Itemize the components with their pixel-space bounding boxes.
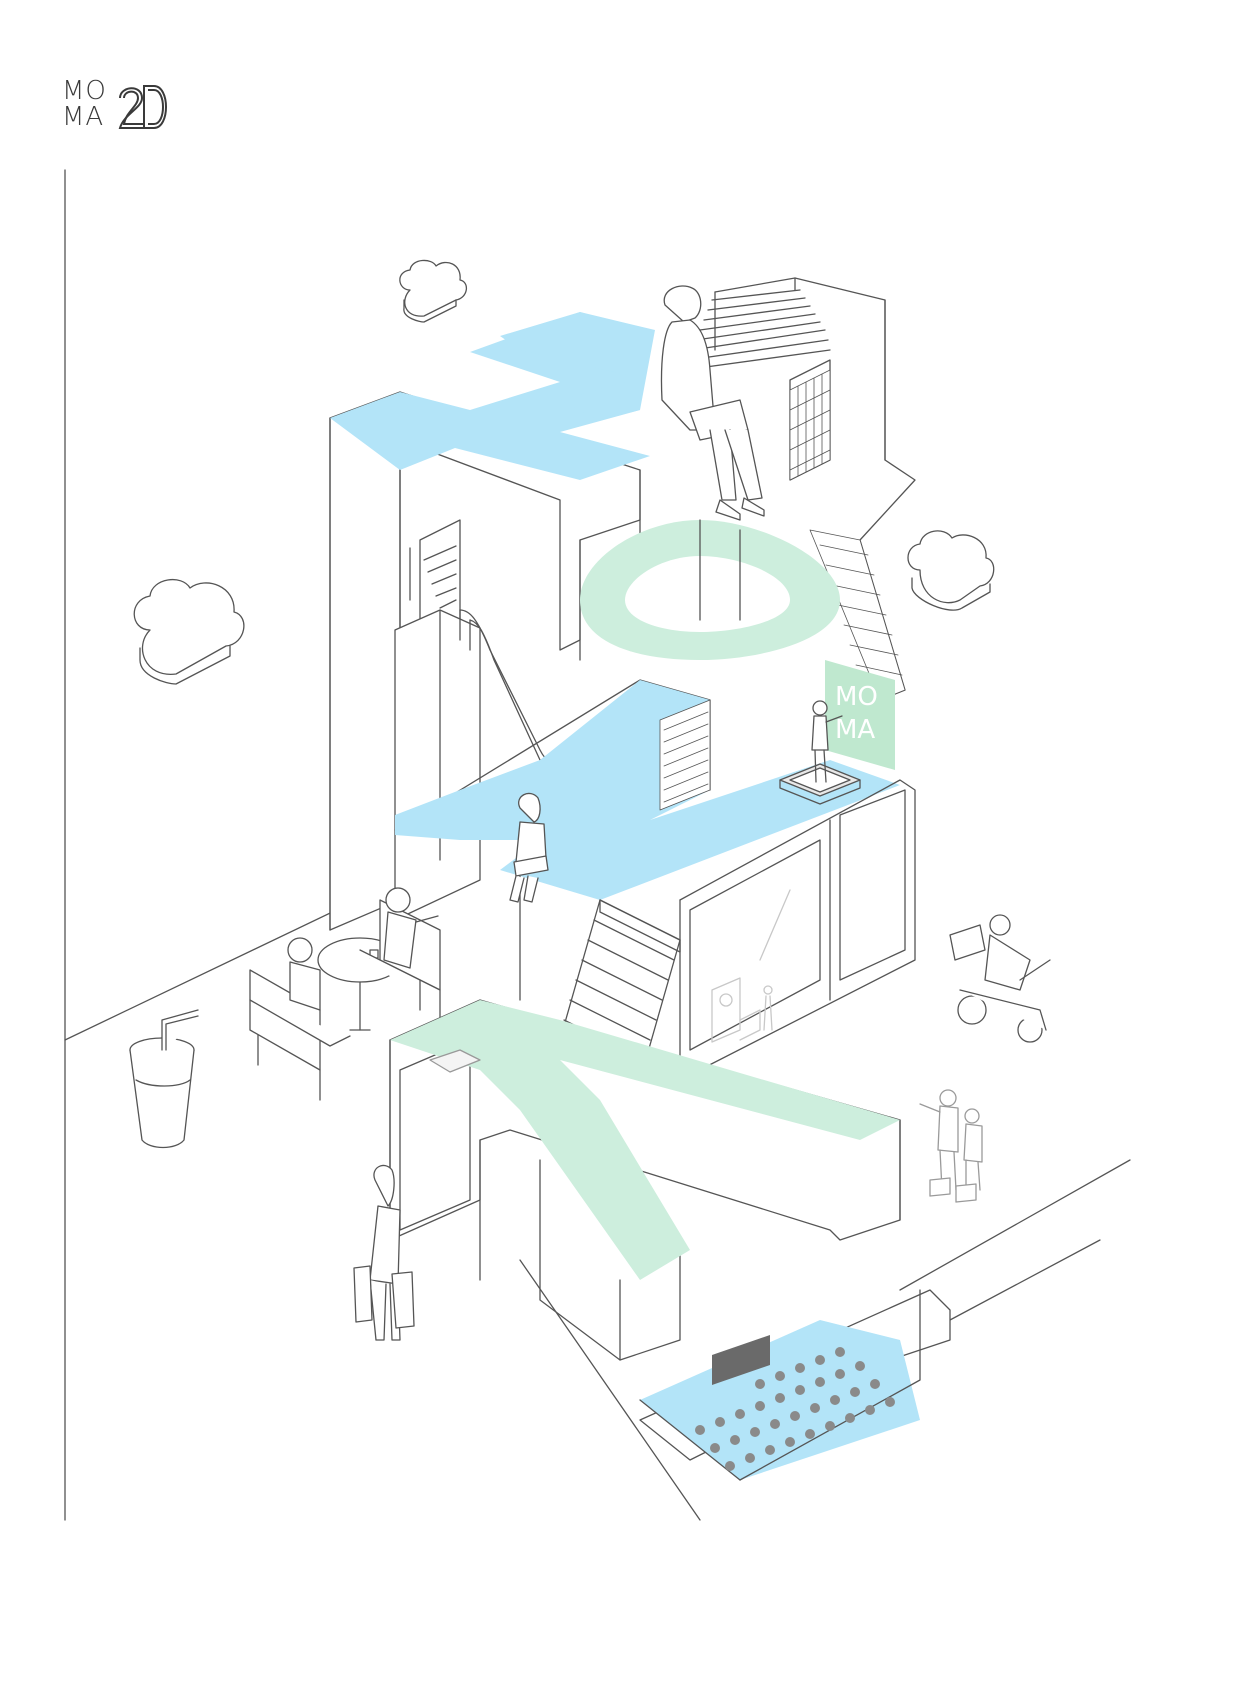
twenty-anniversary-mark-icon xyxy=(118,85,167,129)
letter-m-face-blue-2 xyxy=(500,312,640,420)
grid-block xyxy=(789,369,831,481)
cinema-audience-icon xyxy=(695,1347,895,1471)
staircase-icon xyxy=(659,699,711,811)
kiosk-icon xyxy=(711,889,791,1043)
letter-a-face-mint xyxy=(390,1000,900,1280)
logo-text-bottom: MA xyxy=(62,102,105,132)
delivery-scooter-icon xyxy=(949,914,1051,1043)
woman-sitting-icon xyxy=(509,792,549,903)
shopper-icon xyxy=(353,1164,415,1341)
letter-o-ring xyxy=(580,519,840,660)
cloud-icon xyxy=(907,530,995,611)
cloud-icon xyxy=(399,259,467,323)
moma-sign: MO MA xyxy=(825,660,895,770)
staircase-icon xyxy=(809,529,906,701)
escalator-icon xyxy=(394,609,563,921)
ground-line-bottom xyxy=(519,1259,701,1521)
moma-logo: MO MA xyxy=(62,78,182,138)
cloud-icon xyxy=(133,578,245,685)
ground-line-right-1 xyxy=(899,1159,1131,1291)
cinema-area xyxy=(639,1289,951,1481)
person-with-laptop-icon xyxy=(660,285,765,521)
person-on-podium-icon xyxy=(779,700,861,805)
exhibition-box xyxy=(679,779,916,1081)
logo-text-top: MO xyxy=(62,76,107,106)
projection-screen-icon xyxy=(712,1335,770,1385)
letter-m-face-blue-middle xyxy=(395,680,900,900)
family-with-dogs-icon xyxy=(919,1089,983,1203)
skylight xyxy=(429,1049,481,1073)
person-at-cafe-icon xyxy=(287,887,439,1011)
sign-text-bottom: MA xyxy=(835,715,875,745)
ground-line-right-2 xyxy=(949,1239,1101,1321)
drink-cup-icon xyxy=(129,1009,199,1149)
sign-text-top: MO xyxy=(835,682,878,712)
